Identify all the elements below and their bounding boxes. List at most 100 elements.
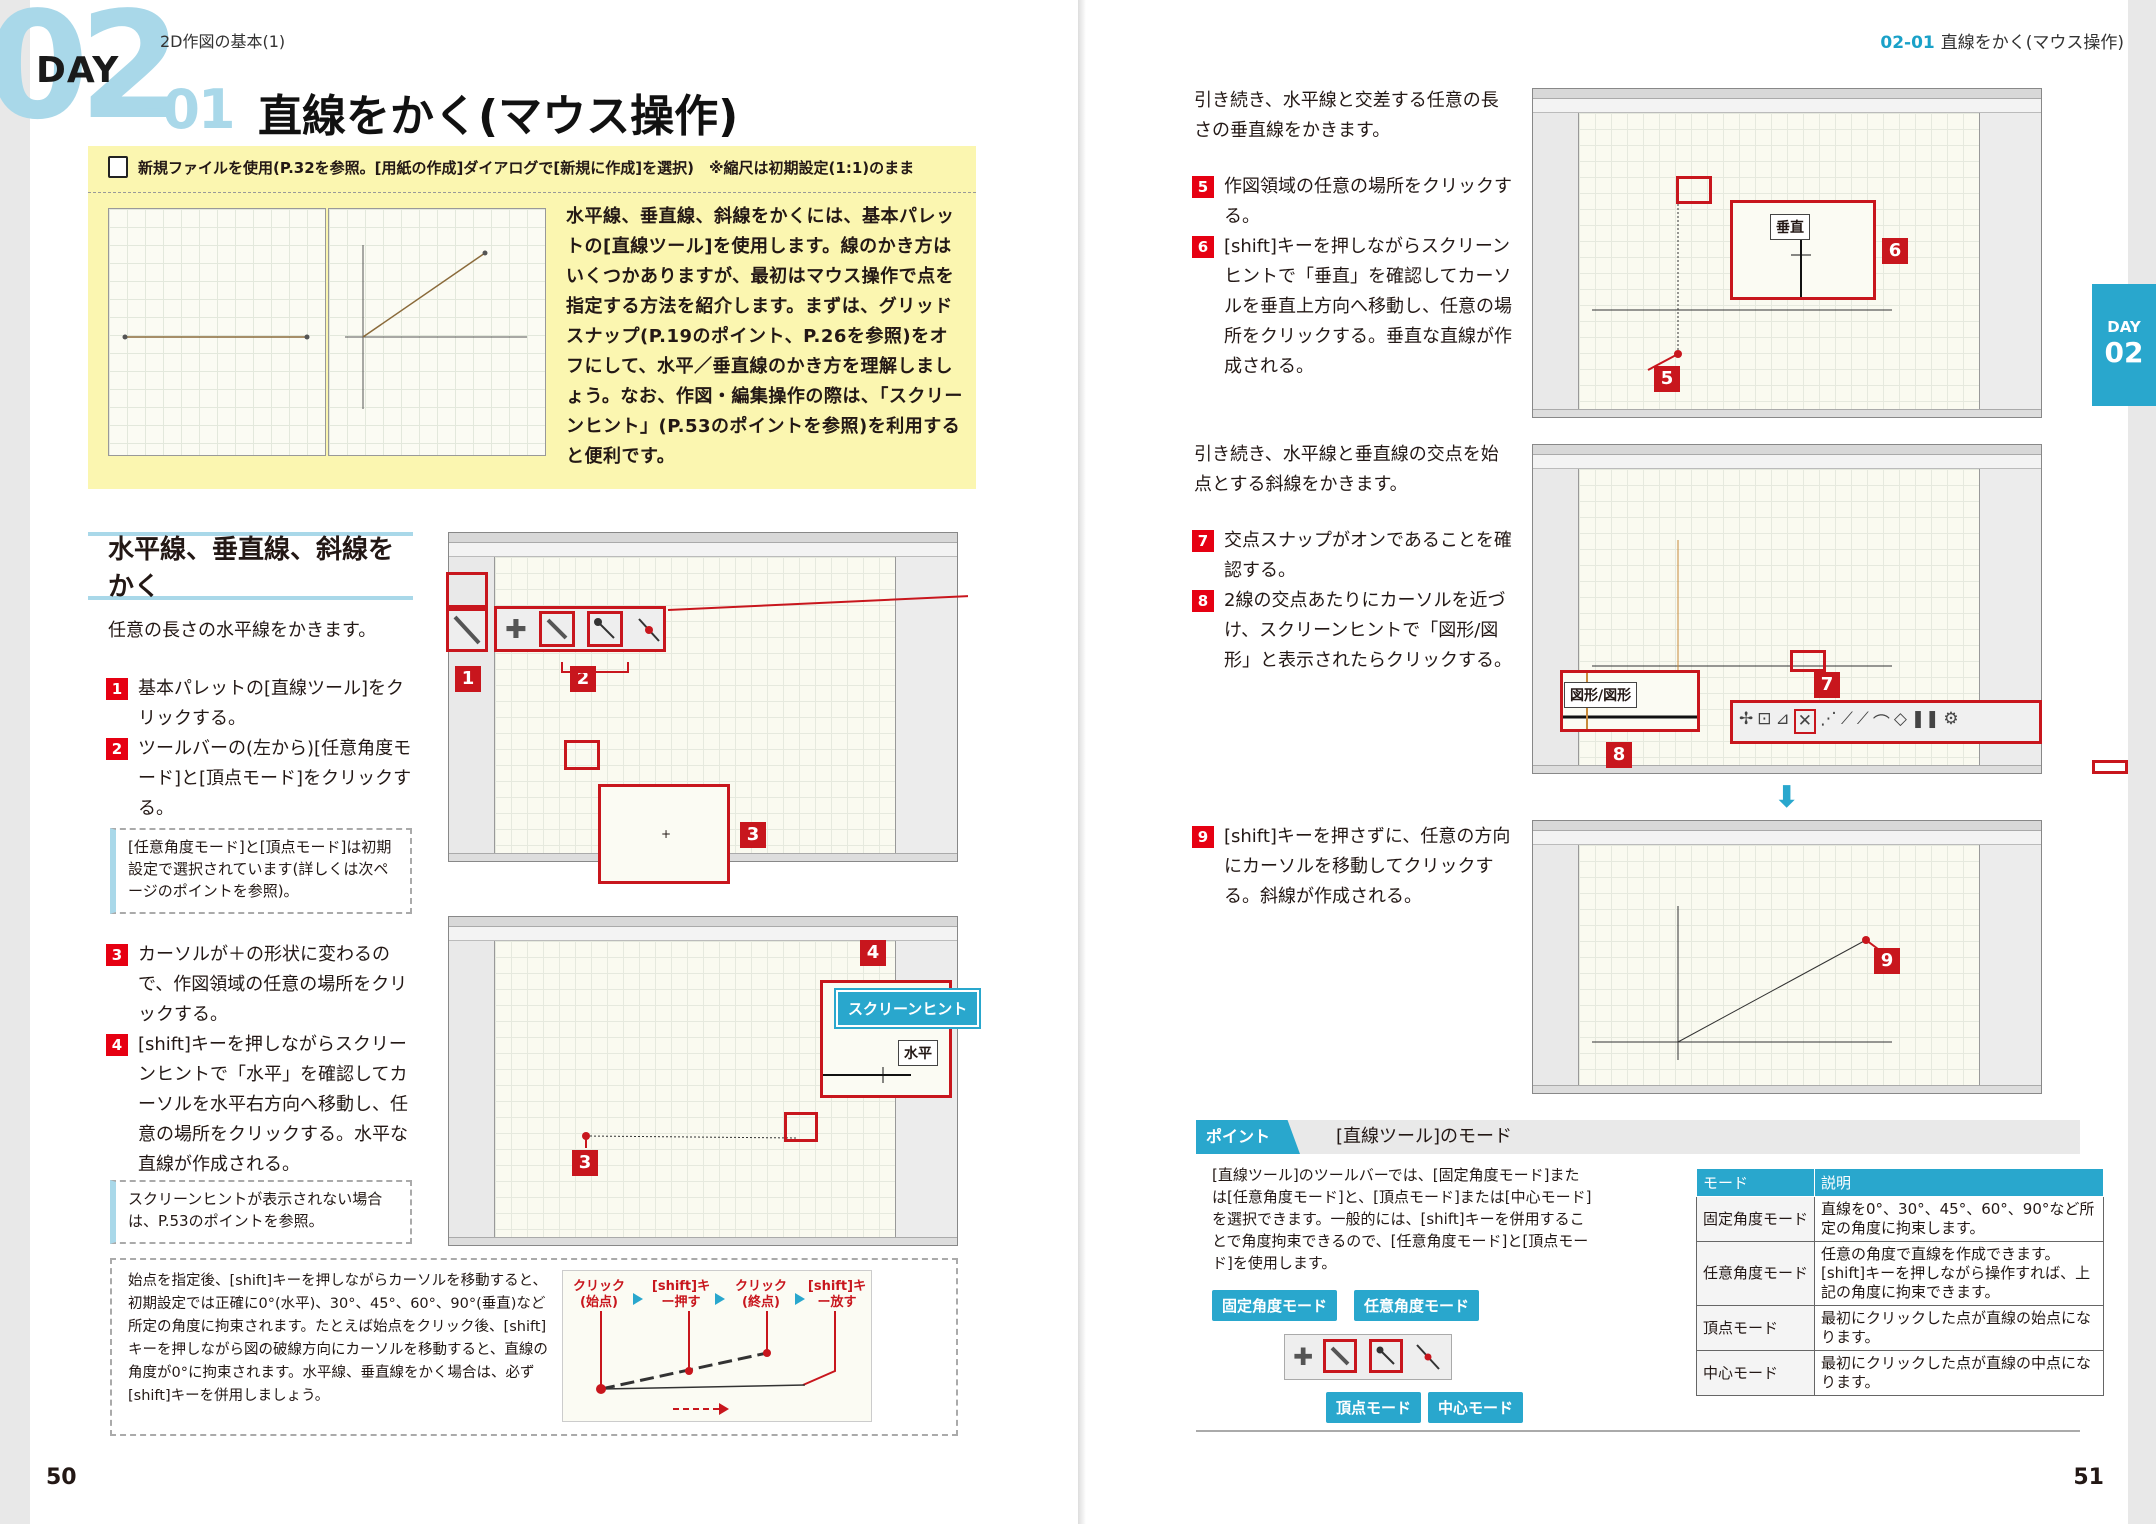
table-header: モード 説明 [1696,1168,2104,1197]
intro-text: 水平線、垂直線、斜線をかくには、基本パレットの[直線ツール]を使用します。線のか… [566,206,963,467]
highlight-snap-small [1790,650,1826,672]
vertical-line-figure [1592,184,1892,371]
step-text: 交点スナップがオンであることを確認する。 [1224,530,1512,581]
point-header: ポイント [直線ツール]のモード [1196,1120,2080,1154]
table-row: 任意角度モード任意の角度で直線を作成できます。[shift]キーを押しながら操作… [1696,1241,2104,1306]
cell-desc: 最初にクリックした点が直線の始点になります。 [1814,1305,2104,1351]
arbitrary-mode-icon [1323,1339,1357,1373]
snap-working-plane-icon: ◇ [1893,709,1907,729]
crosshair-icon: + [661,827,672,841]
menu-bar [1533,821,2041,831]
gear-icon: ⚙ [1943,709,1959,729]
toolbar-zoom: ✚ [494,606,666,652]
badge-2: 2 [570,666,596,692]
menu-bar [449,917,957,927]
step-text: [shift]キーを押さずに、任意の方向にカーソルを移動してクリックする。斜線が… [1224,826,1511,907]
object-info-palette [1979,845,2041,1085]
tool-bar [1533,99,2041,113]
note-modes: [任意角度モード]と[頂点モード]は初期設定で選択されています(詳しくは次ページ… [110,828,412,914]
day-digits: 02 [0,0,182,152]
point-title: [直線ツール]のモード [1336,1126,1513,1147]
badge-7: 7 [1814,672,1840,698]
pause-icon: ❚❚ [1910,709,1940,729]
day-label: DAY [36,50,120,91]
step-text: 作図領域の任意の場所をクリックする。 [1224,176,1512,227]
highlight-top-small [1676,176,1712,204]
diag-label-3: クリック(終点) [734,1279,787,1310]
badge-5: 5 [1654,366,1680,392]
step-text: [shift]キーを押しながらスクリーンヒントで「垂直」を確認してカーソルを垂直… [1224,236,1512,377]
hint-horizontal: 水平 [898,1040,938,1066]
table-row: 中心モード最初にクリックした点が直線の中点になります。 [1696,1350,2104,1396]
snap-smart-point-icon: ⟋ [1841,709,1853,729]
vertical-hint-figure [1791,239,1811,297]
highlight-line-tool-small [446,572,488,608]
horizontal-line-figure [122,334,310,340]
diag-label-4: [shift]キー放す [807,1279,867,1310]
basic-palette [449,941,495,1237]
step-3: 3 カーソルが＋の形状に変わるので、作図領域の任意の場所をクリックする。 [106,940,416,1030]
step-number: 3 [106,944,128,966]
highlight-cursor-zoom: + [598,784,730,884]
object-info-palette [895,557,957,853]
tool-bar [1533,831,2041,845]
status-bar [1533,409,2041,417]
step-text: カーソルが＋の形状に変わるので、作図領域の任意の場所をクリックする。 [138,944,408,1025]
cell-desc: 最初にクリックした点が直線の中点になります。 [1814,1350,2104,1396]
running-head-title: 直線をかく(マウス操作) [1940,33,2124,53]
basic-palette [1533,845,1579,1085]
badge-3: 3 [740,822,766,848]
page-number: 51 [2073,1465,2104,1490]
day-side-tab: DAY 02 [2092,284,2156,406]
arbitrary-angle-mode-icon [539,611,575,647]
snap-smart-edge-icon: ⟋ [1856,709,1869,729]
cell-mode: 固定角度モード [1696,1196,1815,1242]
tip-box: 始点を指定後、[shift]キーを押しながらカーソルを移動すると、初期設定では正… [110,1258,958,1436]
shift-diagram-figure [596,1293,836,1415]
center-mode-icon [638,618,660,642]
lead-vertical: 引き続き、水平線と交差する任意の長さの垂直線をかきます。 [1194,90,1499,141]
step-number: 9 [1192,826,1214,848]
cell-desc: 直線を0°、30°、45°、60°、90°など所定の角度に拘束します。 [1814,1196,2104,1242]
page-title: 直線をかく(マウス操作) [258,91,739,142]
snap-toolbar-zoom: ✢⊡⊿ ✕ ⋰⟋⟋ ⌒◇❚❚⚙ [1730,700,2042,744]
step-number: 2 [106,738,128,760]
table-row: 固定角度モード直線を0°、30°、45°、60°、90°など所定の角度に拘束しま… [1696,1196,2104,1242]
badge-9: 9 [1874,948,1900,974]
status-bar [1533,1085,2041,1093]
status-bar [1533,765,2041,773]
btn-center: 中心モード [1428,1392,1524,1423]
lead-text: 任意の長さの水平線をかきます。 [108,620,377,641]
step-5: 5 作図領域の任意の場所をクリックする。 [1192,172,1512,232]
running-head-number: 02-01 [1880,33,1935,53]
btn-vertex: 頂点モード [1326,1392,1422,1423]
step-9: 9 [shift]キーを押さずに、任意の方向にカーソルを移動してクリックする。斜… [1192,822,1512,912]
snap-grid-icon: ✢ [1739,709,1754,729]
diagonal-line-figure [1592,906,1892,1060]
cell-mode: 中心モード [1696,1350,1815,1396]
page-edge [0,0,30,1524]
thumbnail-lines [328,208,546,456]
btn-fixed-angle: 固定角度モード [1212,1290,1338,1321]
badge-3b: 3 [572,1150,598,1176]
cell-mode: 任意角度モード [1696,1241,1815,1306]
horizontal-drag-figure [582,1132,799,1148]
step-number: 7 [1192,530,1214,552]
page-number: 50 [46,1465,77,1490]
step-number: 4 [106,1034,128,1056]
diag-label-2: [shift]キー押す [651,1279,711,1310]
shift-diagram: クリック(始点) [shift]キー押す クリック(終点) [shift]キー放… [562,1270,872,1422]
table-row: 頂点モード最初にクリックした点が直線の始点になります。 [1696,1305,2104,1351]
badge-4: 4 [860,940,886,966]
document-icon [108,156,128,178]
tip-text: 始点を指定後、[shift]キーを押しながらカーソルを移動すると、初期設定では正… [128,1273,548,1404]
file-note-text: 新規ファイルを使用(P.32を参照。[用紙の作成]ダイアログで[新規に作成]を選… [138,158,915,177]
step-number: 6 [1192,236,1214,258]
step-4: 4 [shift]キーを押しながらスクリーンヒントで「水平」を確認してカーソルを… [106,1030,416,1180]
intro-box: 新規ファイルを使用(P.32を参照。[用紙の作成]ダイアログで[新規に作成]を選… [88,146,976,489]
connector-lines [561,595,968,673]
file-note: 新規ファイルを使用(P.32を参照。[用紙の作成]ダイアログで[新規に作成]を選… [108,156,914,178]
tool-bar [1533,455,2041,469]
